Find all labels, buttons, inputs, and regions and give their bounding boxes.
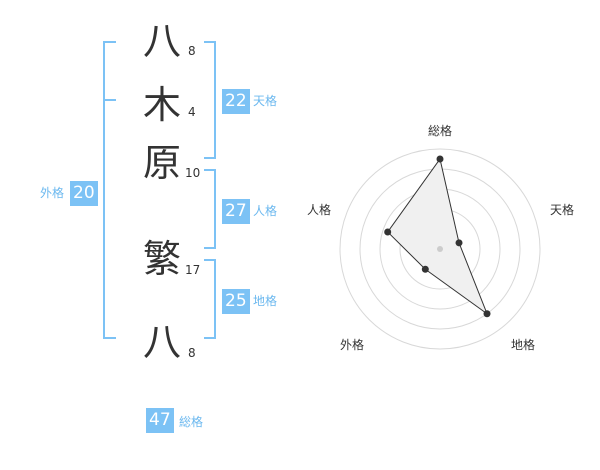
tenkaku-bracket	[204, 41, 216, 159]
jinkaku-bracket	[204, 169, 216, 249]
radar-axis-label-chikaku: 地格	[511, 338, 536, 352]
name-char-3: 原	[143, 141, 182, 185]
radar-point	[421, 265, 429, 273]
soukaku-value: 47	[146, 408, 174, 433]
stroke-count-1: 8	[188, 44, 196, 58]
soukaku-label: 総格	[179, 415, 204, 429]
tenkaku-value: 22	[222, 89, 250, 114]
stroke-count-5: 8	[188, 346, 196, 360]
radar-point	[436, 155, 444, 163]
gaikaku-label: 外格	[40, 186, 65, 200]
radar-axis-label-soukaku: 総格	[428, 124, 453, 138]
chikaku-label: 地格	[253, 294, 278, 308]
radar-axis-label-jinkaku: 人格	[307, 203, 332, 217]
radar-polygon	[387, 157, 489, 316]
radar-axis-label-gaikaku: 外格	[340, 338, 365, 352]
stroke-count-2: 4	[188, 105, 196, 119]
name-char-4: 繁	[143, 237, 182, 281]
radar-point	[384, 228, 392, 236]
gaikaku-value: 20	[70, 181, 98, 206]
gaikaku-bracket	[103, 41, 116, 339]
radar-center-dot	[437, 246, 443, 252]
chikaku-value: 25	[222, 289, 250, 314]
jinkaku-value: 27	[222, 199, 250, 224]
radar-axis-label-tenkaku: 天格	[550, 203, 575, 217]
radar-point	[455, 239, 463, 247]
gaikaku-bracket-tick	[103, 99, 116, 101]
stroke-count-4: 17	[185, 263, 201, 277]
radar-ring	[339, 148, 541, 350]
stroke-count-3: 10	[185, 166, 201, 180]
name-char-5: 八	[143, 320, 182, 364]
name-char-2: 木	[143, 83, 182, 127]
chikaku-bracket	[204, 259, 216, 339]
radar-point	[483, 310, 491, 318]
name-char-1: 八	[143, 19, 182, 63]
jinkaku-label: 人格	[253, 204, 278, 218]
tenkaku-label: 天格	[253, 94, 278, 108]
